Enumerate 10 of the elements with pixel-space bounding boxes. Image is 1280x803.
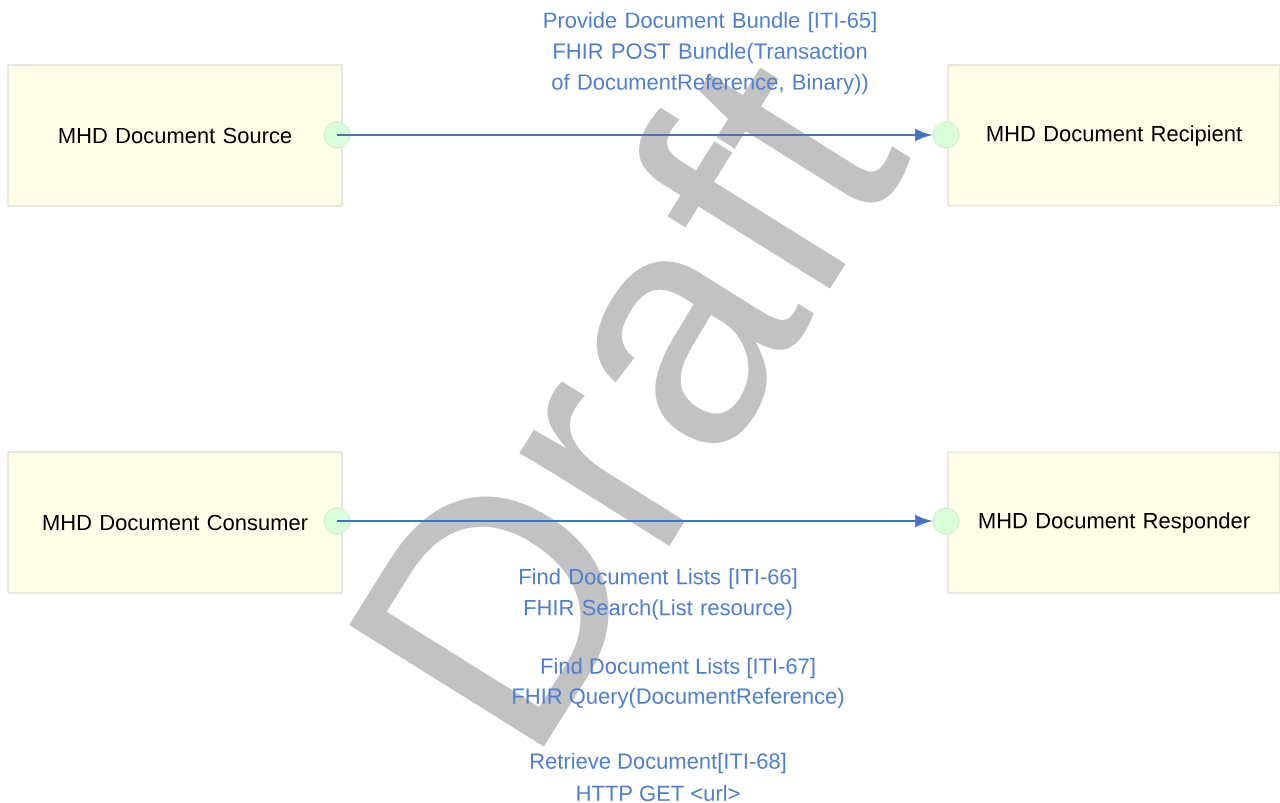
actor-box: MHD Document Responder <box>947 451 1280 594</box>
port-circle <box>932 121 960 149</box>
port-circle <box>323 121 351 149</box>
port-circle <box>323 507 351 535</box>
port-circle <box>932 507 960 535</box>
actor-box: MHD Document Source <box>7 64 343 207</box>
actor-box: MHD Document Consumer <box>7 451 343 594</box>
actor-box: MHD Document Recipient <box>947 64 1280 207</box>
note-text: Retrieve Document[ITI-68] <box>531 752 786 774</box>
note-text: HTTP GET <url> <box>577 784 740 802</box>
